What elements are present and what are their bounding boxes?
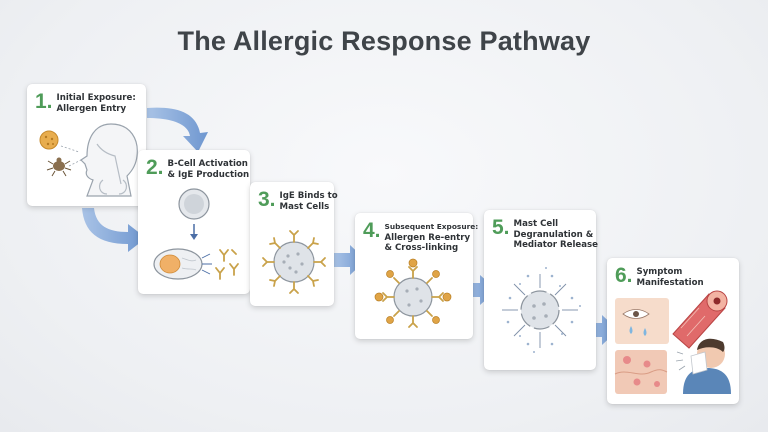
plasma-cell-icon bbox=[153, 248, 203, 280]
step-title-line: Mast Cells bbox=[279, 201, 330, 212]
inflamed-airway-icon bbox=[672, 290, 728, 349]
step-card-6: 6. Symptom Manifestation bbox=[607, 258, 739, 404]
dust-mite-icon bbox=[46, 157, 72, 177]
mediator-arrows bbox=[502, 274, 578, 348]
watery-eye-icon bbox=[615, 298, 669, 344]
step-title-line: IgE Binds to bbox=[279, 191, 338, 201]
b-cell-icon bbox=[178, 188, 210, 220]
step-title-line: & Cross-linking bbox=[384, 243, 459, 253]
step-title-line: Mast Cell bbox=[513, 219, 559, 229]
human-head-silhouette-icon bbox=[80, 123, 138, 197]
symptoms-illustration bbox=[614, 290, 731, 394]
mast-cell-icon bbox=[393, 277, 433, 317]
step-title-line: B-Cell Activation bbox=[167, 159, 248, 169]
granule-particles bbox=[506, 267, 581, 353]
step-card-2: 2. B-Cell Activation & IgE Production bbox=[138, 150, 250, 294]
step-title-line: Initial Exposure: bbox=[56, 93, 136, 103]
step-number: 3. bbox=[258, 188, 276, 211]
ige-mast-cell-illustration bbox=[262, 230, 326, 294]
allergen-entry-illustration bbox=[39, 123, 138, 197]
arrow-1-to-2-curved bbox=[147, 107, 208, 152]
step-number: 5. bbox=[492, 216, 510, 239]
step-title-line: & IgE Production bbox=[167, 169, 250, 180]
step-card-3: 3. IgE Binds to Mast Cells bbox=[250, 182, 338, 306]
allergen-icon bbox=[374, 258, 452, 324]
degranulation-illustration bbox=[502, 267, 581, 353]
step-number: 2. bbox=[146, 156, 164, 179]
step-title-line: Subsequent Exposure: bbox=[384, 222, 479, 231]
b-cell-illustration bbox=[153, 188, 239, 280]
sneezing-person-icon bbox=[675, 338, 731, 394]
step-title-line: Allergen Entry bbox=[56, 103, 127, 114]
step-card-4: 4. Subsequent Exposure: Allergen Re-entr… bbox=[355, 213, 478, 339]
step-number: 6. bbox=[615, 264, 633, 287]
pollen-icon bbox=[39, 130, 59, 150]
degranulating-mast-cell-icon bbox=[520, 290, 560, 330]
step-title-line: Symptom bbox=[636, 267, 683, 277]
step-title-line: Allergen Re-entry bbox=[384, 232, 471, 243]
arrow-1-to-2-lower bbox=[82, 208, 146, 252]
step-number: 1. bbox=[35, 90, 53, 113]
step-card-5: 5. Mast Cell Degranulation & Mediator Re… bbox=[484, 210, 598, 370]
antibody-icon bbox=[215, 249, 239, 280]
step-title-line: Mediator Release bbox=[513, 240, 598, 250]
cross-linking-illustration bbox=[374, 258, 452, 328]
hives-rash-icon bbox=[614, 350, 668, 394]
step-card-1: 1. Initial Exposure: Allergen Entry bbox=[27, 84, 146, 206]
step-title-line: Degranulation & bbox=[513, 229, 594, 240]
step-title-line: Manifestation bbox=[636, 277, 704, 288]
diagram-title: The Allergic Response Pathway bbox=[177, 26, 591, 56]
bound-ige-icon bbox=[262, 230, 326, 294]
step-number: 4. bbox=[363, 219, 381, 242]
